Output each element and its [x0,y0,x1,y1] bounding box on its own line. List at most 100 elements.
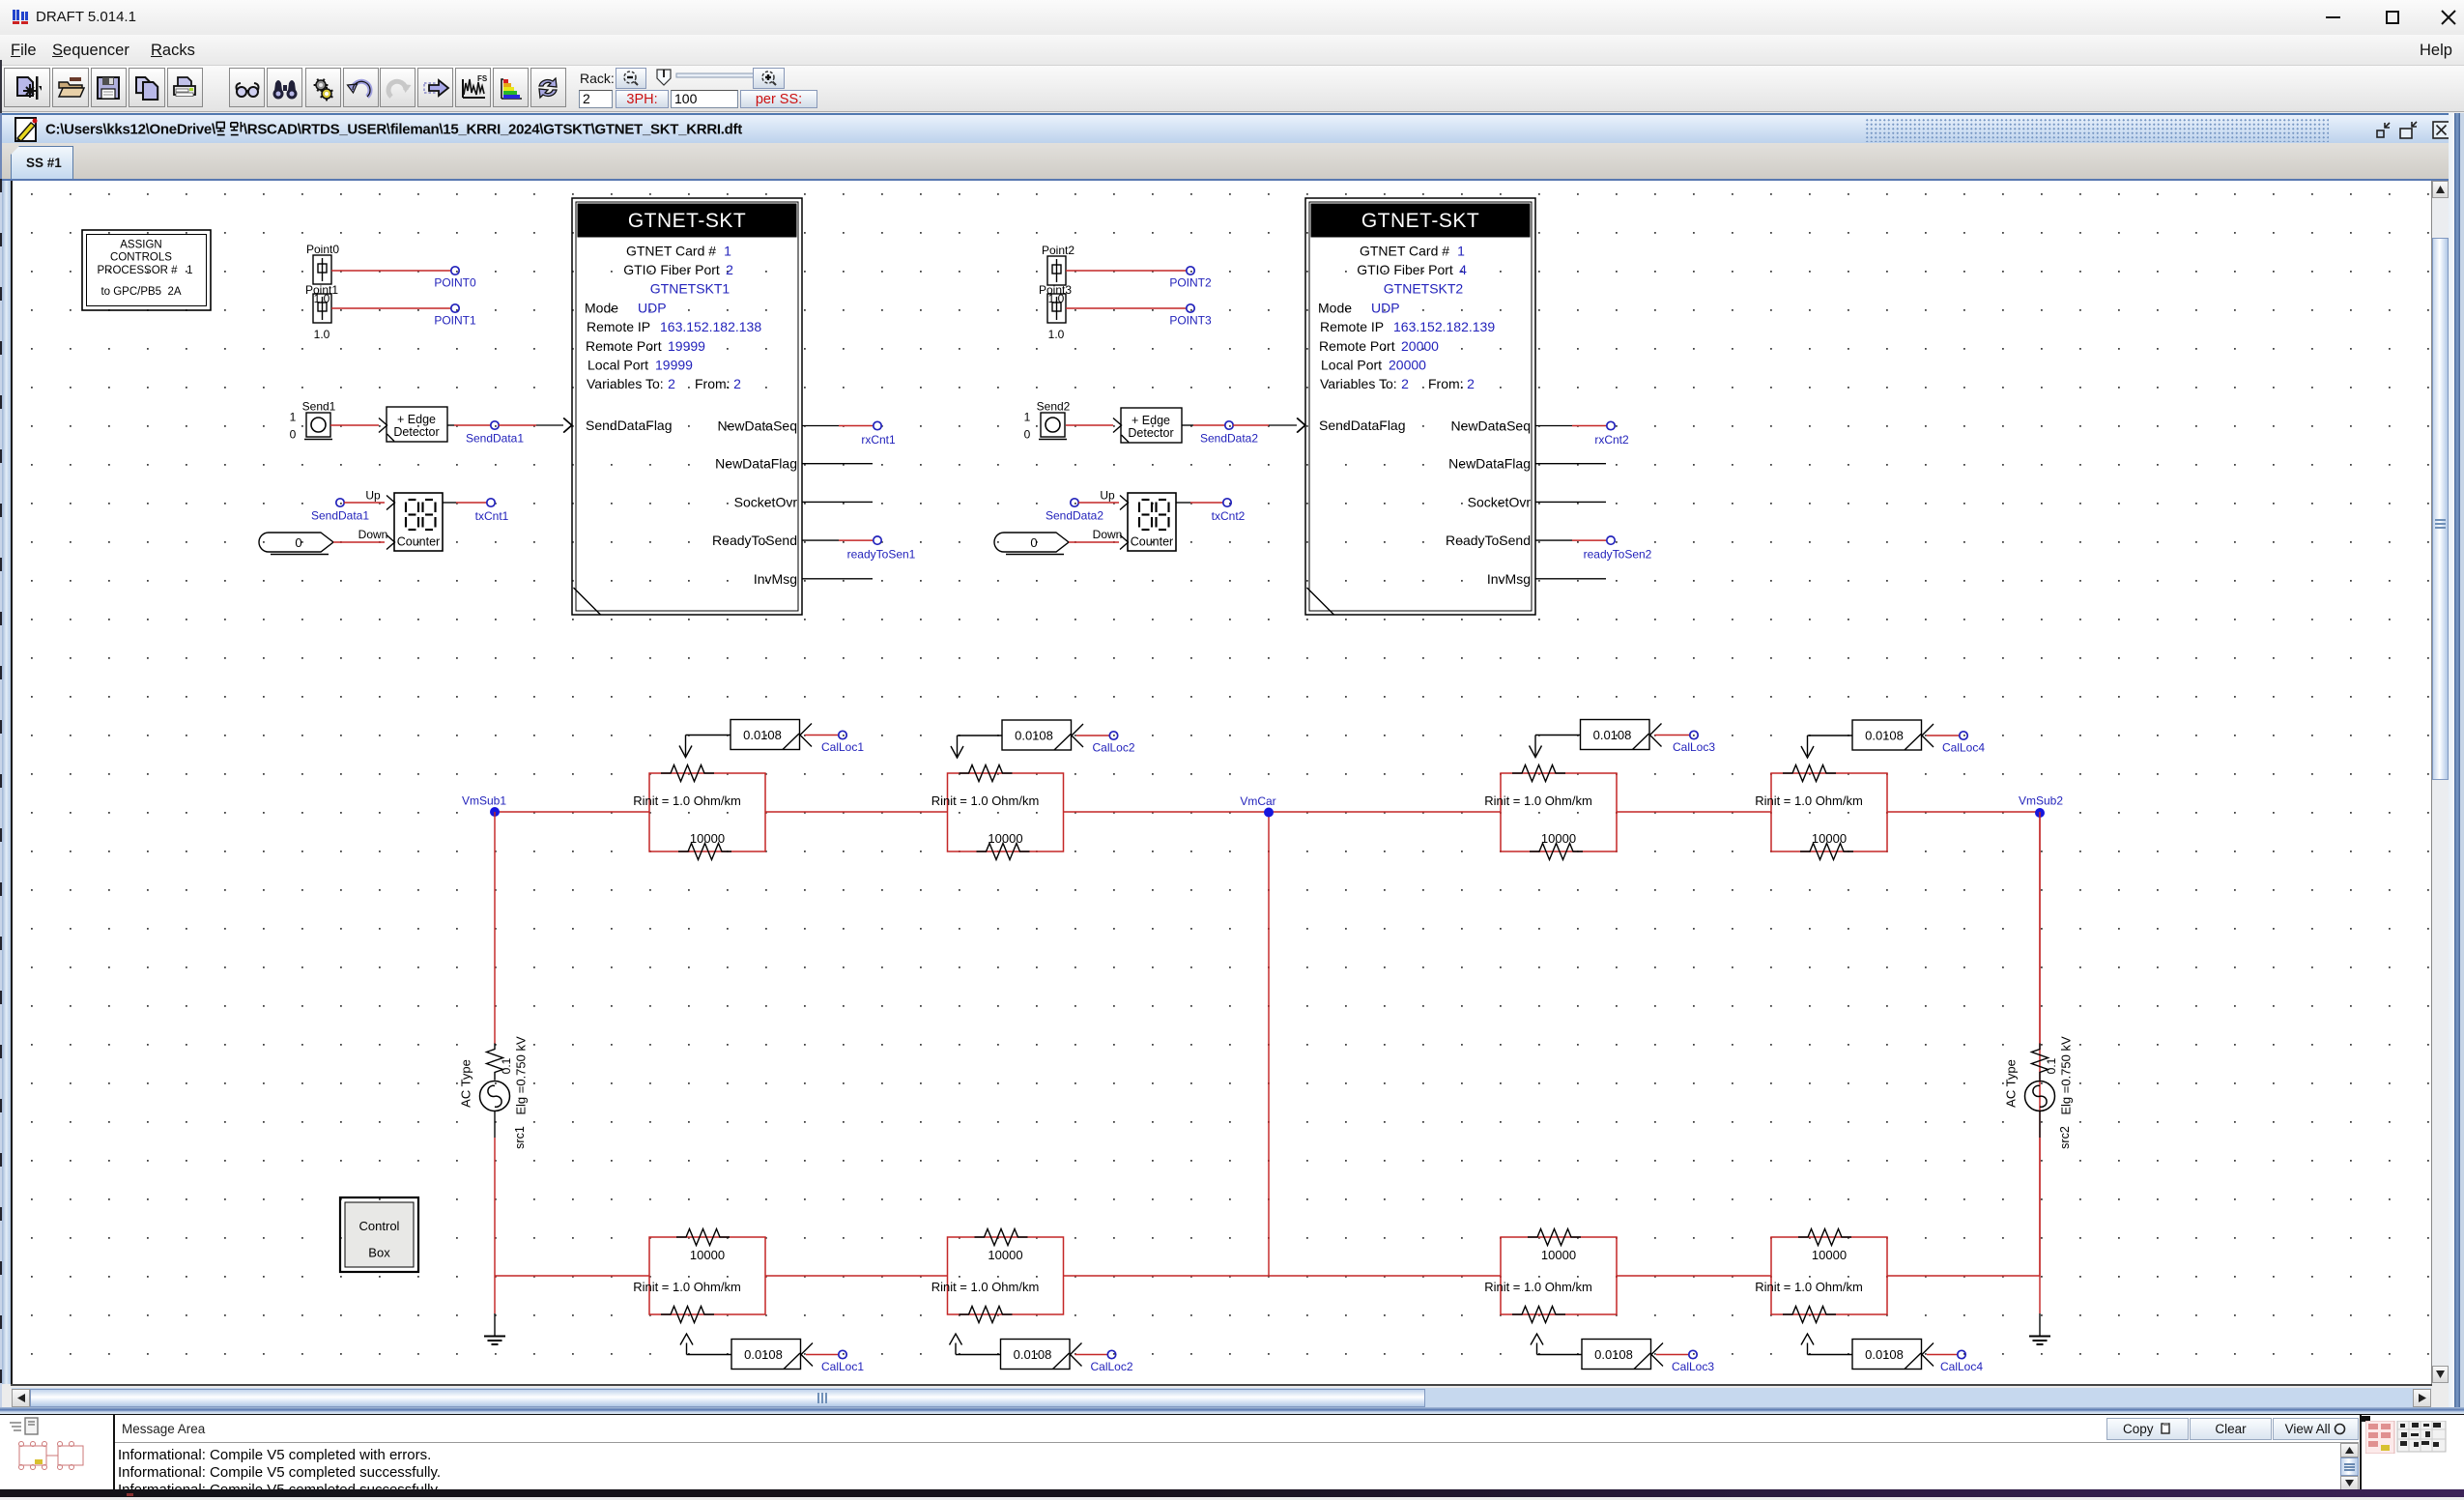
svg-text:GTNET-SKT: GTNET-SKT [628,210,746,232]
svg-text:SendData2: SendData2 [1046,509,1103,523]
svg-text:ReadyToSend: ReadyToSend [712,533,797,548]
svg-text:10000: 10000 [690,1248,725,1262]
svg-text:Down: Down [358,528,388,541]
svg-text:0.1: 0.1 [500,1057,513,1074]
svg-text:CalLoc3: CalLoc3 [1672,1360,1714,1373]
svg-text:txCnt2: txCnt2 [1212,509,1246,523]
svg-text:src1: src1 [513,1126,527,1149]
svg-text:2: 2 [733,376,741,391]
svg-text:From:: From: [1428,376,1464,391]
svg-text:Counter: Counter [1131,535,1173,549]
svg-text:Point2: Point2 [1042,244,1074,257]
svg-text:1: 1 [724,244,731,259]
svg-text:SendData2: SendData2 [1200,432,1258,446]
svg-text:SendDataFlag: SendDataFlag [586,418,673,433]
svg-text:AC Type: AC Type [2004,1059,2019,1108]
svg-text:0.0108: 0.0108 [1015,729,1053,743]
svg-text:1: 1 [1457,244,1465,259]
svg-text:GTNET Card #: GTNET Card # [626,244,716,259]
svg-text:Local Port: Local Port [1321,358,1382,373]
svg-text:Remote IP: Remote IP [1320,319,1384,334]
svg-text:POINT2: POINT2 [1169,276,1212,290]
svg-text:Rinit = 1.0 Ohm/km: Rinit = 1.0 Ohm/km [1484,1280,1592,1294]
svg-text:From:: From: [695,376,731,391]
svg-text:rxCnt2: rxCnt2 [1594,433,1629,447]
svg-text:Up: Up [1100,489,1115,503]
svg-text:NewDataSeq: NewDataSeq [718,418,798,434]
svg-text:POINT3: POINT3 [1169,314,1212,328]
svg-text:Control: Control [359,1219,400,1233]
svg-text:InvMsg: InvMsg [1487,571,1531,587]
svg-text:10000: 10000 [988,1248,1022,1262]
svg-text:NewDataFlag: NewDataFlag [715,456,797,472]
svg-text:VmCar: VmCar [1240,794,1275,808]
svg-text:PROCESSOR # 1: PROCESSOR # 1 [97,265,192,276]
svg-text:Variables To:: Variables To: [1320,376,1397,391]
svg-text:readyToSen2: readyToSen2 [1584,548,1652,562]
svg-text:SendData1: SendData1 [466,432,524,446]
svg-text:163.152.182.139: 163.152.182.139 [1393,319,1495,334]
svg-text:4: 4 [1459,262,1467,277]
svg-text:1: 1 [290,411,297,424]
svg-text:GTIO Fiber Port: GTIO Fiber Port [623,262,720,277]
svg-text:10000: 10000 [1812,1248,1847,1262]
svg-text:GTNET-SKT: GTNET-SKT [1361,210,1479,232]
svg-text:19999: 19999 [655,358,693,373]
svg-text:0: 0 [290,428,297,442]
svg-text:Send1: Send1 [302,400,336,414]
svg-text:0.0108: 0.0108 [1865,1347,1904,1362]
svg-text:Rinit = 1.0 Ohm/km: Rinit = 1.0 Ohm/km [633,1280,741,1294]
svg-text:Remote IP: Remote IP [587,319,650,334]
svg-text:CONTROLS: CONTROLS [110,252,172,264]
svg-text:Up: Up [365,489,381,503]
svg-text:SocketOvr: SocketOvr [1468,494,1532,509]
svg-text:Rinit = 1.0 Ohm/km: Rinit = 1.0 Ohm/km [931,1280,1040,1294]
svg-text:GTIO Fiber Port: GTIO Fiber Port [1357,262,1453,277]
svg-text:FS: FS [477,74,488,83]
svg-text:NewDataFlag: NewDataFlag [1448,456,1531,472]
svg-text:Variables To:: Variables To: [587,376,664,391]
svg-text:2: 2 [1467,376,1475,391]
svg-text:Box: Box [368,1246,390,1260]
svg-text:CalLoc2: CalLoc2 [1092,741,1134,755]
svg-text:Remote Port: Remote Port [1319,338,1395,354]
svg-text:0: 0 [1024,428,1031,442]
svg-text:+ Edge: + Edge [1132,414,1170,427]
svg-text:to GPC/PB5 2A: to GPC/PB5 2A [100,286,181,298]
svg-text:Rinit = 1.0 Ohm/km: Rinit = 1.0 Ohm/km [1755,793,1863,808]
svg-text:0.0108: 0.0108 [1594,1347,1633,1362]
svg-text:+ Edge: + Edge [397,413,436,426]
svg-text:InvMsg: InvMsg [754,571,797,587]
svg-text:Rinit = 1.0 Ohm/km: Rinit = 1.0 Ohm/km [1484,793,1592,808]
svg-text:Detector: Detector [393,425,439,439]
svg-text:POINT0: POINT0 [434,276,476,290]
svg-text:2: 2 [668,376,675,391]
svg-text:AC Type: AC Type [459,1059,473,1108]
svg-text:0.0108: 0.0108 [1014,1347,1052,1362]
svg-text:txCnt1: txCnt1 [475,509,509,523]
svg-text:CalLoc2: CalLoc2 [1090,1360,1132,1373]
svg-text:UDP: UDP [1371,301,1400,316]
svg-text:ASSIGN: ASSIGN [120,240,161,251]
svg-text:CalLoc3: CalLoc3 [1673,740,1715,754]
svg-text:GTNET Card #: GTNET Card # [1360,244,1449,259]
svg-text:0: 0 [1030,535,1037,550]
svg-text:0: 0 [295,535,301,550]
svg-text:Elg =0.750 kV: Elg =0.750 kV [514,1036,529,1115]
svg-text:10000: 10000 [1812,831,1847,846]
svg-text:0.0108: 0.0108 [744,1347,783,1362]
svg-text:SocketOvr: SocketOvr [734,494,798,509]
svg-text:Point0: Point0 [306,243,339,256]
svg-text:CalLoc4: CalLoc4 [1942,741,1985,755]
svg-text:Remote Port: Remote Port [586,338,662,354]
svg-text:Rinit = 1.0 Ohm/km: Rinit = 1.0 Ohm/km [931,793,1040,808]
svg-text:2: 2 [1401,376,1409,391]
svg-text:0.1: 0.1 [2045,1057,2058,1074]
svg-text:Detector: Detector [1128,426,1173,440]
svg-text:Counter: Counter [397,535,440,549]
svg-text:SendDataFlag: SendDataFlag [1319,418,1406,433]
svg-text:1: 1 [1024,411,1031,424]
svg-text:src2: src2 [2058,1126,2072,1149]
svg-text:20000: 20000 [1389,358,1426,373]
svg-text:CalLoc1: CalLoc1 [821,740,864,754]
